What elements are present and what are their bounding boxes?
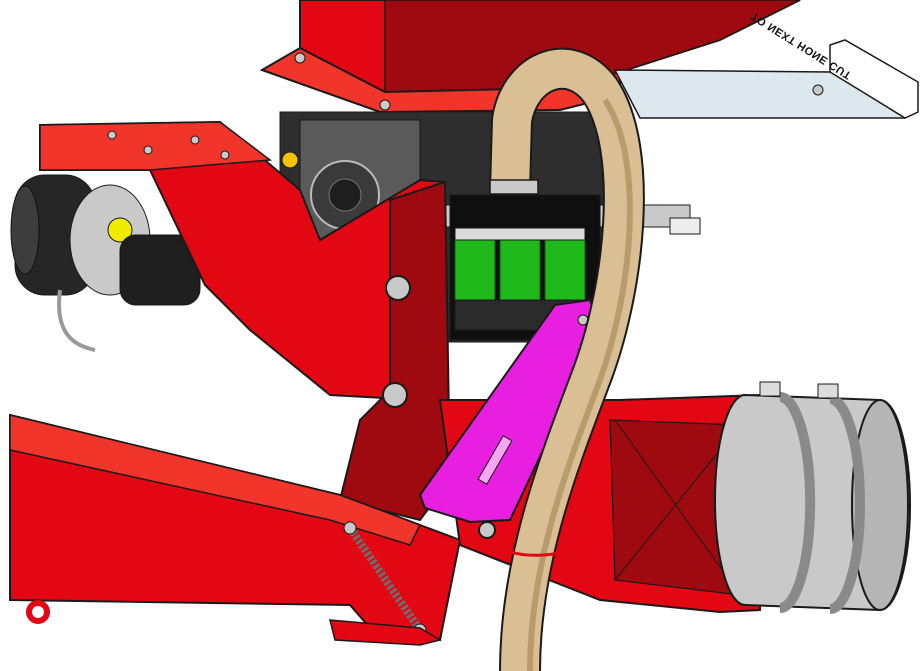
hose-clamp-top [489,179,539,195]
spring-coil [346,525,424,633]
clamp-screw [759,381,781,397]
tension-spring [329,521,442,646]
side-plate-bolt [385,275,411,301]
motor-cap [10,185,40,275]
metering-flap [418,298,602,539]
rotor-segment [499,234,541,301]
electric-motor [10,174,201,352]
flange-bolt [379,99,391,111]
drive-knob [328,178,362,212]
hose-clamp [829,394,865,614]
bracket-tab [829,39,919,119]
rotor-rim [454,227,586,241]
motor-cable [57,289,96,352]
tow-hook [26,600,50,624]
main-frame [9,120,462,642]
flap-slot [477,435,513,485]
motor-shaft [107,217,133,243]
frame-bolt [220,150,230,160]
rotor-segment [544,234,586,301]
outlet-coupling [714,381,911,614]
hose-highlight [527,98,633,671]
hose-body [491,49,643,671]
frame-bolt [143,145,153,155]
lever-pin [281,151,299,169]
hose-tie [499,544,581,557]
hopper [259,0,801,114]
coupling-end [851,399,909,611]
clamp-screw [817,383,839,399]
hose-clamp [779,392,816,613]
side-plate-bolt [382,382,408,408]
spring-anchor [343,521,357,535]
chute-crease [614,419,741,596]
shaft-end [669,217,701,235]
frame-bolt [107,130,117,140]
flap-bolt [478,521,496,539]
frame-lower-arm-top [9,414,422,546]
spring-bracket [329,619,442,646]
flange-bolt [294,52,306,64]
bracket-bolt [812,84,824,96]
rotor-segment [454,234,496,301]
frame-top-face [39,121,273,171]
frame-bolt [190,135,200,145]
seed-hose [489,47,645,671]
